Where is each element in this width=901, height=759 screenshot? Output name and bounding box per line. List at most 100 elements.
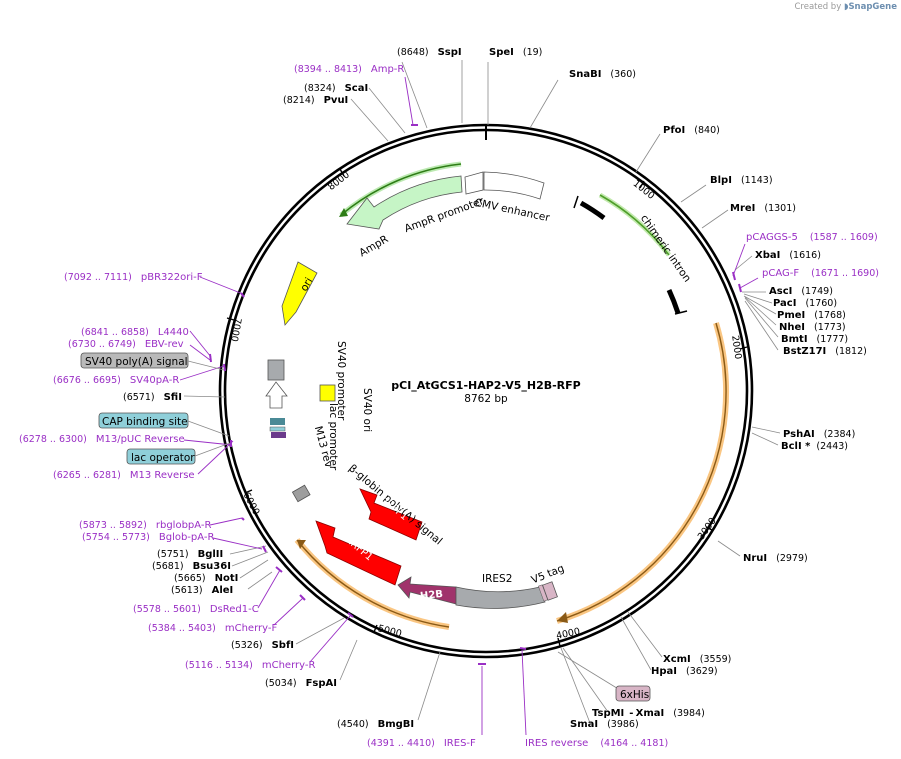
svg-text:(6841 .. 6858)L4440: (6841 .. 6858)L4440 bbox=[81, 327, 189, 338]
enzyme-name-PshAI: PshAI bbox=[783, 429, 815, 440]
bglobin-polya-block bbox=[291, 484, 311, 503]
enzyme-name-BlpI: BlpI bbox=[710, 175, 732, 186]
enzyme-pos-AscI: (1749) bbox=[801, 286, 833, 297]
svg-text:(5384 .. 5403)mCherry-F: (5384 .. 5403) mCherry-F bbox=[148, 623, 277, 634]
svg-text:BmtI(1777): BmtI(1777) bbox=[781, 334, 848, 345]
svg-text:IRES reverse(4164 .. 4181): IRES reverse(4164 .. 4181) bbox=[525, 738, 668, 749]
credit-brand: SnapGene bbox=[848, 2, 897, 12]
svg-text:(7092 .. 7111)pBR322ori-F: (7092 .. 7111) pBR322ori-F bbox=[64, 272, 203, 283]
enzyme-name-TspMI: TspMI bbox=[592, 708, 624, 719]
svg-text:(8214)PvuI: (8214)PvuI bbox=[283, 95, 348, 106]
amp-promoter-arrow bbox=[464, 171, 484, 195]
enzyme-name-XmaI: XmaI bbox=[636, 708, 665, 719]
svg-text:AscI(1749): AscI(1749) bbox=[769, 286, 833, 297]
enzyme-pos-XbaI: (1616) bbox=[789, 250, 821, 261]
primer-name-L4440: L4440 bbox=[158, 327, 189, 338]
snapgene-logo-icon: ◗ bbox=[843, 2, 849, 12]
feature-label-ampr: AmpR bbox=[357, 233, 390, 259]
primer-range-Bglob-pA-R: (5754 .. 5773) bbox=[82, 532, 150, 543]
tick-label-7000: 7000 bbox=[228, 317, 243, 343]
enzyme-name-SnaBI: SnaBI bbox=[569, 69, 601, 80]
enzyme-pos-FspAI: (5034) bbox=[265, 678, 297, 689]
svg-text:BlpI(1143): BlpI (1143) bbox=[710, 175, 773, 186]
primer-range-mCherry-F: (5384 .. 5403) bbox=[148, 623, 216, 634]
svg-text:(8324)ScaI: (8324)ScaI bbox=[304, 83, 368, 94]
enzyme-pos-ScaI: (8324) bbox=[304, 83, 336, 94]
svg-text:(6278 .. 6300)M13/pUC Reverse: (6278 .. 6300)M13/pUC Reverse bbox=[19, 434, 185, 445]
primer-name-mCherry-F: mCherry-F bbox=[225, 623, 278, 634]
svg-text:(8648)SspI: (8648)SspI bbox=[397, 47, 462, 58]
enzyme-pos-XcmI: (3559) bbox=[700, 654, 732, 665]
enzyme-pos-SspI: (8648) bbox=[397, 47, 429, 58]
enzyme-pos-PacI: (1760) bbox=[805, 298, 837, 309]
m13-rev-block bbox=[271, 432, 286, 438]
sv40-ori-block bbox=[319, 384, 336, 402]
svg-text:BclI *(2443): BclI *(2443) bbox=[781, 441, 848, 452]
svg-text:SmaI(3986): SmaI(3986) bbox=[570, 719, 639, 730]
intron-segment-1 bbox=[579, 200, 606, 221]
enzyme-name-SmaI: SmaI bbox=[570, 719, 598, 730]
primer-name-Bglob-pA-R: Bglob-pA-R bbox=[159, 532, 215, 543]
primer-range-pBR322ori-F: (7092 .. 7111) bbox=[64, 272, 132, 283]
intron-segment-2 bbox=[666, 288, 681, 314]
feature-label-sv40-promoter: SV40 promoter bbox=[335, 341, 347, 421]
h2b-arrow bbox=[397, 576, 457, 605]
svg-text:pCAG-F(1671 .. 1690): pCAG-F(1671 .. 1690) bbox=[762, 268, 879, 279]
mrfp1-inner-arrow bbox=[359, 488, 423, 541]
primer-name-mCherry-R: mCherry-R bbox=[262, 660, 316, 671]
enzyme-name-PacI: PacI bbox=[773, 298, 796, 309]
enzyme-name-NheI: NheI bbox=[779, 322, 805, 333]
enzyme-pos-SpeI: (19) bbox=[523, 47, 543, 58]
enzyme-dash-XmaI: - bbox=[629, 708, 633, 719]
enzyme-pos-NotI: (5665) bbox=[174, 573, 206, 584]
svg-text:(5034)FspAI: (5034) FspAI bbox=[265, 678, 337, 689]
enzyme-name-SpeI: SpeI bbox=[489, 47, 514, 58]
enzyme-name-SbfI: SbfI bbox=[272, 640, 294, 651]
enzyme-pos-PshAI: (2384) bbox=[824, 429, 856, 440]
ori-arrow bbox=[281, 261, 318, 326]
svg-text:SpeI(19): SpeI (19) bbox=[489, 47, 542, 58]
svg-text:(5578 .. 5601)DsRed1-C: (5578 .. 5601)DsRed1-C bbox=[133, 604, 259, 615]
enzyme-name-BmtI: BmtI bbox=[781, 334, 808, 345]
orf-arc-amp-core bbox=[340, 163, 462, 216]
svg-text:(5326)SbfI: (5326)SbfI bbox=[231, 640, 294, 651]
svg-text:(6730 .. 6749)EBV-rev: (6730 .. 6749)EBV-rev bbox=[68, 339, 184, 350]
primer-labels: (8394 .. 8413)Amp-R pCAGGS-5(1587 .. 160… bbox=[19, 64, 879, 749]
primer-range-M13-Reverse: (6265 .. 6281) bbox=[53, 470, 121, 481]
enzyme-name-PmeI: PmeI bbox=[777, 310, 805, 321]
orf-arc-hap2-arrow bbox=[557, 612, 568, 623]
enzyme-pos-HpaI: (3629) bbox=[686, 666, 718, 677]
enzyme-name-MreI: MreI bbox=[730, 203, 755, 214]
svg-text:XbaI(1616): XbaI(1616) bbox=[755, 250, 821, 261]
primer-name-pCAGGS-5: pCAGGS-5 bbox=[746, 232, 798, 243]
tick-label-6000: 6000 bbox=[240, 490, 261, 517]
leader-lines bbox=[183, 60, 781, 724]
enzyme-name-FspAI: FspAI bbox=[306, 678, 337, 689]
svg-text:BstZ17I(1812): BstZ17I(1812) bbox=[783, 346, 867, 357]
enzyme-name-NotI: NotI bbox=[215, 573, 239, 584]
tick-label-5000: 5000 bbox=[377, 623, 403, 640]
primer-name-IRES-F: IRES-F bbox=[444, 738, 476, 749]
svg-text:PfoI(840): PfoI(840) bbox=[663, 125, 720, 136]
primer-name-pBR322ori-F: pBR322ori-F bbox=[141, 272, 203, 283]
enzyme-labels: SpeI(19) SnaBI(360) PfoI(840) BlpI(1143)… bbox=[123, 47, 867, 730]
svg-text:(4540)BmgBI: (4540)BmgBI bbox=[337, 719, 414, 730]
svg-text:TspMI-XmaI(3984): TspMI-XmaI(3984) bbox=[592, 708, 705, 719]
enzyme-name-BmgBI: BmgBI bbox=[378, 719, 415, 730]
enzyme-name-BglII: BglII bbox=[198, 549, 224, 560]
feature-label-lac-promoter: lac promoter bbox=[327, 403, 339, 471]
primer-range-Amp-R: (8394 .. 8413) bbox=[294, 64, 362, 75]
orf-arc-intron-core bbox=[599, 194, 670, 256]
svg-text:PacI(1760): PacI (1760) bbox=[773, 298, 837, 309]
enzyme-pos-AleI: (5613) bbox=[171, 585, 203, 596]
enzyme-name-SfiI: SfiI bbox=[164, 392, 182, 403]
cmv-enhancer-arrow bbox=[483, 171, 545, 200]
enzyme-pos-BlpI: (1143) bbox=[741, 175, 773, 186]
boxed-labels: SV40 poly(A) signal CAP binding site lac… bbox=[80, 352, 651, 702]
feature-label-sv40-ori: SV40 ori bbox=[361, 388, 373, 432]
svg-text:(5754 .. 5773)Bglob-pA-R: (5754 .. 5773) Bglob-pA-R bbox=[82, 532, 214, 543]
ires2-arrow bbox=[455, 586, 546, 609]
primer-name-SV40pA-R: SV40pA-R bbox=[130, 375, 179, 386]
orf-arc-rfp-arrow bbox=[297, 540, 306, 549]
